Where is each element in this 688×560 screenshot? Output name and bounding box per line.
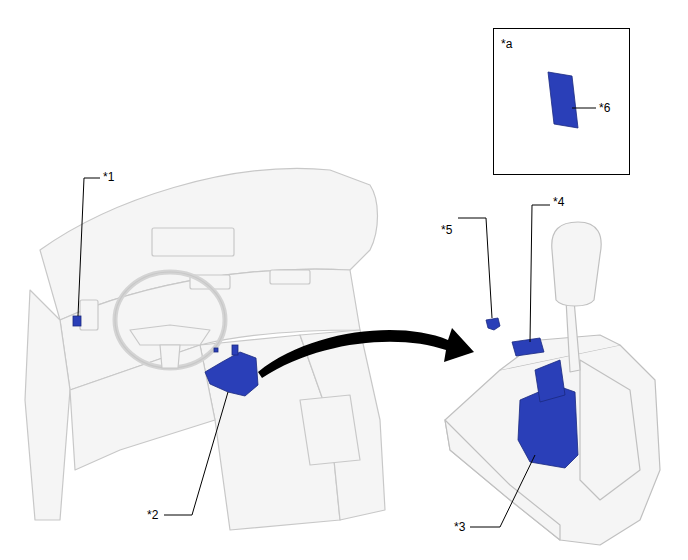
- inset-label: *a: [501, 37, 512, 51]
- callout-number: *1: [102, 170, 115, 184]
- callout-number: *5: [440, 223, 453, 237]
- callout-number: *4: [552, 195, 565, 209]
- callout-number: *2: [146, 508, 159, 522]
- callout-number: *3: [453, 520, 466, 534]
- callout-number: *6: [598, 101, 611, 115]
